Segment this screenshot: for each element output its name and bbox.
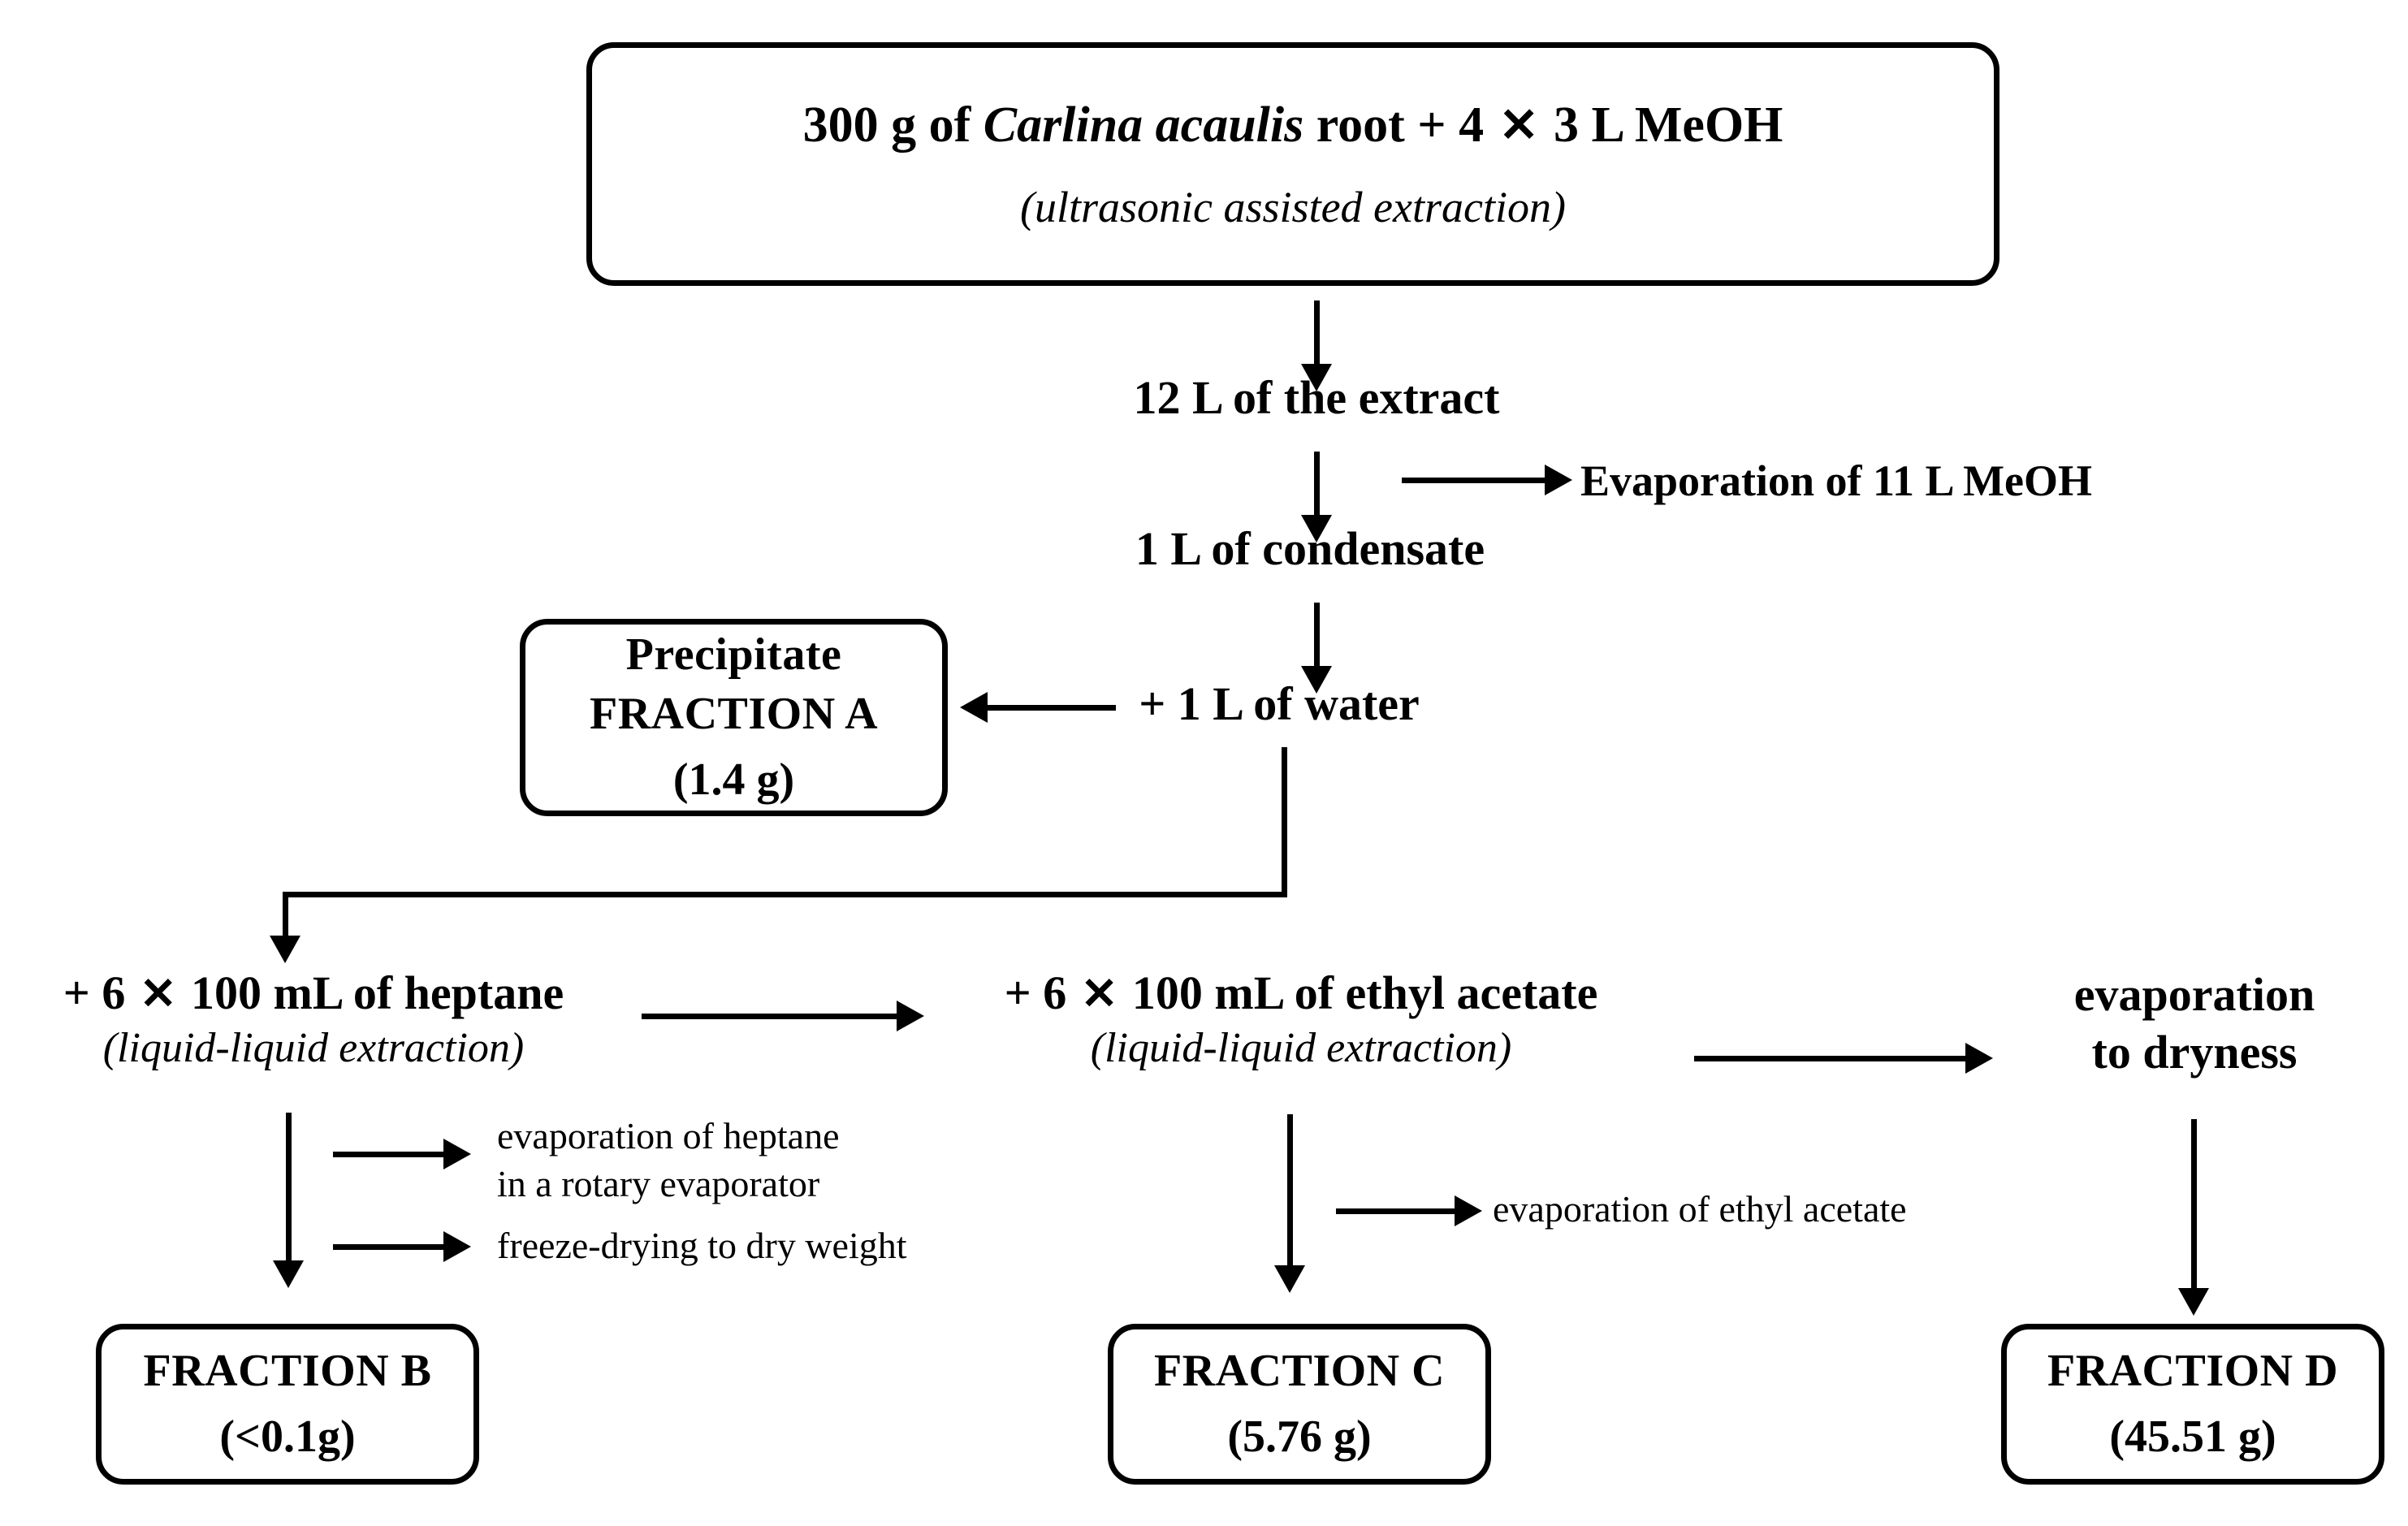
arrowhead-down-icon (273, 1260, 304, 1288)
connector-line (1314, 300, 1320, 367)
arrowhead-down-icon (1301, 666, 1332, 694)
start-main-after: root + 4 (1303, 97, 1497, 153)
start-node-main-text: 300 g of Carlina acaulis root + 4 ✕ 3 L … (803, 93, 1783, 158)
connector-line (286, 1113, 292, 1264)
connector-line (1287, 1114, 1293, 1269)
ethyl-acetate-prefix: + 6 (1004, 966, 1079, 1019)
connector-line (1402, 478, 1548, 483)
arrowhead-right-icon (897, 1001, 924, 1031)
fraction-d-node: FRACTION D (45.51 g) (2001, 1324, 2384, 1485)
heptane-suffix: 100 mL of heptane (179, 966, 564, 1019)
fraction-b-name: FRACTION B (143, 1346, 432, 1397)
connector-line (1336, 1208, 1458, 1214)
arrowhead-down-icon (1301, 515, 1332, 543)
arrowhead-left-icon (960, 692, 988, 723)
fraction-a-amount: (1.4 g) (672, 754, 795, 805)
connector-line-horizontal (283, 892, 1287, 897)
label-extract-volume: 12 L of the extract (1133, 371, 1500, 424)
arrowhead-right-icon (1455, 1195, 1482, 1226)
fraction-d-amount: (45.51 g) (2109, 1411, 2276, 1462)
connector-line (642, 1014, 900, 1019)
fraction-b-amount: (<0.1g) (219, 1411, 356, 1462)
arrowhead-right-icon (443, 1231, 471, 1262)
arrowhead-down-icon (1301, 364, 1332, 391)
note-heptane-evaporation: evaporation of heptane in a rotary evapo… (497, 1113, 839, 1208)
fraction-a-node: Precipitate FRACTION A (1.4 g) (520, 619, 948, 816)
step-heptane: + 6 ✕ 100 mL of heptane (liquid-liquid e… (63, 965, 564, 1074)
arrowhead-down-icon (270, 936, 300, 963)
multiply-icon: ✕ (139, 969, 177, 1018)
fraction-a-name: FRACTION A (589, 689, 879, 740)
fraction-c-amount: (5.76 g) (1227, 1411, 1372, 1462)
fraction-c-node: FRACTION C (5.76 g) (1108, 1324, 1491, 1485)
dryness-line-1: evaporation (2073, 968, 2315, 1021)
arrowhead-right-icon (1965, 1043, 1993, 1074)
connector-line (1314, 603, 1320, 669)
ethyl-acetate-suffix: 100 mL of ethyl acetate (1120, 966, 1598, 1019)
fraction-a-prefix: Precipitate (625, 629, 842, 681)
connector-line-drop (283, 892, 288, 940)
start-main-tail: 3 L MeOH (1541, 97, 1783, 153)
start-node-sub-text: (ultrasonic assisted extraction) (1020, 183, 1566, 232)
step-ethyl-acetate: + 6 ✕ 100 mL of ethyl acetate (liquid-li… (1005, 965, 1598, 1074)
arrowhead-down-icon (2178, 1288, 2209, 1316)
label-add-water: + 1 L of water (1139, 677, 1420, 730)
note-heptane-evaporation-line-1: evaporation of heptane (497, 1115, 840, 1156)
arrowhead-down-icon (1274, 1265, 1305, 1293)
connector-line (1314, 452, 1320, 518)
note-ethyl-acetate-evaporation: evaporation of ethyl acetate (1493, 1188, 1907, 1230)
connector-line (333, 1152, 447, 1157)
fraction-d-name: FRACTION D (2047, 1346, 2339, 1397)
step-ethyl-acetate-main: + 6 ✕ 100 mL of ethyl acetate (1005, 965, 1598, 1022)
connector-line-vertical (1282, 747, 1287, 897)
connector-line (988, 705, 1116, 711)
connector-line (333, 1244, 447, 1250)
note-freeze-drying: freeze-drying to dry weight (497, 1225, 907, 1266)
fraction-c-name: FRACTION C (1153, 1346, 1446, 1397)
arrowhead-right-icon (1545, 465, 1572, 495)
step-heptane-main: + 6 ✕ 100 mL of heptane (63, 965, 564, 1022)
label-condensate-volume: 1 L of condensate (1135, 522, 1485, 575)
step-heptane-sub: (liquid-liquid extraction) (102, 1024, 525, 1071)
step-ethyl-acetate-sub: (liquid-liquid extraction) (1090, 1024, 1512, 1071)
step-evaporation-to-dryness: evaporation to dryness (2074, 966, 2315, 1082)
start-node-extraction: 300 g of Carlina acaulis root + 4 ✕ 3 L … (586, 42, 1999, 286)
connector-line (2191, 1119, 2197, 1291)
arrowhead-right-icon (443, 1139, 471, 1169)
label-evaporation-meoh: Evaporation of 11 L MeOH (1580, 456, 2093, 505)
dryness-line-2: to dryness (2091, 1025, 2298, 1079)
note-heptane-evaporation-line-2: in a rotary evaporator (497, 1162, 820, 1204)
species-name-italic: Carlina acaulis (983, 97, 1304, 153)
connector-line (1694, 1056, 1969, 1061)
heptane-prefix: + 6 (63, 966, 137, 1019)
multiply-icon: ✕ (1498, 98, 1539, 152)
multiply-icon: ✕ (1080, 969, 1118, 1018)
fraction-b-node: FRACTION B (<0.1g) (96, 1324, 479, 1485)
start-main-before: 300 g of (802, 97, 984, 153)
